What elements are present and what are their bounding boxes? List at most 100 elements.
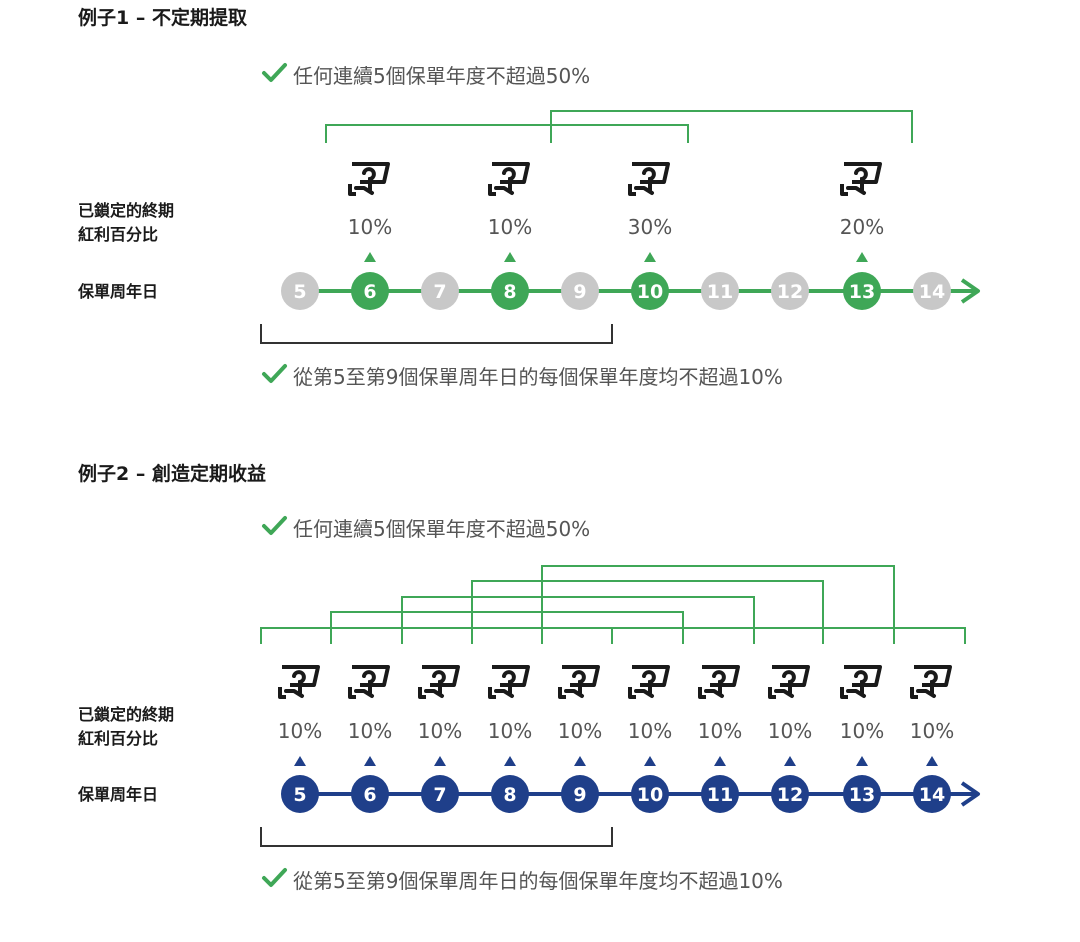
- anniversary-node: [913, 272, 951, 310]
- timeline-arrow-icon: [960, 278, 980, 304]
- bonus-percentage: 10%: [488, 215, 532, 239]
- withdrawal-marker: [644, 252, 656, 262]
- bonus-percentage: 10%: [418, 719, 462, 743]
- anniversary-node: [421, 272, 459, 310]
- bonus-percentage: 10%: [488, 719, 532, 743]
- anniversary-year: 9: [573, 281, 586, 303]
- anniversary-year: 5: [293, 784, 306, 806]
- check-icon: [262, 868, 287, 887]
- anniversary-year: 8: [503, 784, 516, 806]
- anniversary-year: 13: [849, 784, 875, 806]
- anniversary-node: [631, 272, 669, 310]
- anniversary-year: 10: [637, 281, 663, 303]
- withdrawal-marker: [856, 756, 868, 766]
- anniversary-node: [843, 272, 881, 310]
- note-bottom: 從第5至第9個保單周年日的每個保單年度均不超過10%: [293, 365, 783, 389]
- anniversary-year: 7: [433, 281, 446, 303]
- withdrawal-marker: [504, 756, 516, 766]
- bonus-percentage: 10%: [628, 719, 672, 743]
- withdrawal-marker: [714, 756, 726, 766]
- anniversary-year: 14: [919, 784, 945, 806]
- anniversary-year: 5: [293, 281, 306, 303]
- five-year-window-bracket: [550, 110, 913, 143]
- withdrawal-marker: [434, 756, 446, 766]
- hand-withdrawal-icon: [628, 665, 670, 699]
- row-label-anniversary: 保單周年日: [77, 282, 158, 301]
- anniversary-node: [771, 775, 809, 813]
- anniversary-node: [913, 775, 951, 813]
- anniversary-node: [631, 775, 669, 813]
- bonus-percentage: 10%: [768, 719, 812, 743]
- withdrawal-marker: [294, 756, 306, 766]
- bonus-percentage: 10%: [558, 719, 602, 743]
- anniversary-node: [281, 775, 319, 813]
- withdrawal-marker: [856, 252, 868, 262]
- withdrawal-marker: [926, 756, 938, 766]
- anniversary-node: [421, 775, 459, 813]
- anniversary-node: [491, 775, 529, 813]
- five-year-window-bracket: [401, 596, 755, 644]
- row-label-anniversary: 保單周年日: [77, 785, 158, 804]
- row-label-bonus: 紅利百分比: [78, 225, 158, 244]
- anniversary-node: [561, 272, 599, 310]
- bonus-percentage: 10%: [698, 719, 742, 743]
- five-year-window-bracket: [611, 627, 966, 644]
- bonus-percentage: 10%: [278, 719, 322, 743]
- bonus-percentage: 10%: [348, 215, 392, 239]
- bonus-percentage: 20%: [840, 215, 884, 239]
- anniversary-node: [561, 775, 599, 813]
- anniversary-year: 9: [573, 784, 586, 806]
- row-label-bonus: 紅利百分比: [78, 729, 158, 748]
- anniversary-node: [491, 272, 529, 310]
- withdrawal-marker: [364, 756, 376, 766]
- five-year-window-bracket: [471, 580, 824, 644]
- withdrawal-marker: [784, 756, 796, 766]
- anniversary-node: [843, 775, 881, 813]
- hand-withdrawal-icon: [698, 665, 740, 699]
- hand-withdrawal-icon: [840, 162, 882, 196]
- anniversary-year: 13: [849, 281, 875, 303]
- hand-withdrawal-icon: [488, 162, 530, 196]
- years-5-9-bracket: [260, 324, 613, 344]
- hand-withdrawal-icon: [348, 162, 390, 196]
- anniversary-node: [701, 272, 739, 310]
- bonus-percentage: 10%: [840, 719, 884, 743]
- note-top: 任何連續5個保單年度不超過50%: [293, 517, 590, 541]
- bonus-percentage: 30%: [628, 215, 672, 239]
- anniversary-year: 6: [363, 281, 376, 303]
- anniversary-node: [281, 272, 319, 310]
- anniversary-node: [771, 272, 809, 310]
- example-title: 例子2 – 創造定期收益: [78, 462, 266, 485]
- anniversary-node: [351, 272, 389, 310]
- bonus-percentage: 10%: [910, 719, 954, 743]
- hand-withdrawal-icon: [840, 665, 882, 699]
- row-label-bonus: 已鎖定的終期: [78, 705, 174, 724]
- anniversary-year: 12: [777, 784, 803, 806]
- check-icon: [262, 516, 287, 535]
- years-5-9-bracket: [260, 827, 613, 847]
- withdrawal-marker: [504, 252, 516, 262]
- withdrawal-marker: [574, 756, 586, 766]
- withdrawal-marker: [364, 252, 376, 262]
- anniversary-node: [701, 775, 739, 813]
- anniversary-year: 7: [433, 784, 446, 806]
- note-bottom: 從第5至第9個保單周年日的每個保單年度均不超過10%: [293, 869, 783, 893]
- anniversary-year: 10: [637, 784, 663, 806]
- anniversary-year: 14: [919, 281, 945, 303]
- note-top: 任何連續5個保單年度不超過50%: [293, 64, 590, 88]
- hand-withdrawal-icon: [910, 665, 952, 699]
- row-label-bonus: 已鎖定的終期: [78, 201, 174, 220]
- check-icon: [262, 63, 287, 82]
- five-year-window-bracket: [325, 124, 689, 143]
- hand-withdrawal-icon: [418, 665, 460, 699]
- hand-withdrawal-icon: [348, 665, 390, 699]
- hand-withdrawal-icon: [488, 665, 530, 699]
- withdrawal-marker: [644, 756, 656, 766]
- five-year-window-bracket: [260, 627, 613, 644]
- hand-withdrawal-icon: [558, 665, 600, 699]
- example-title: 例子1 – 不定期提取: [78, 6, 247, 29]
- hand-withdrawal-icon: [278, 665, 320, 699]
